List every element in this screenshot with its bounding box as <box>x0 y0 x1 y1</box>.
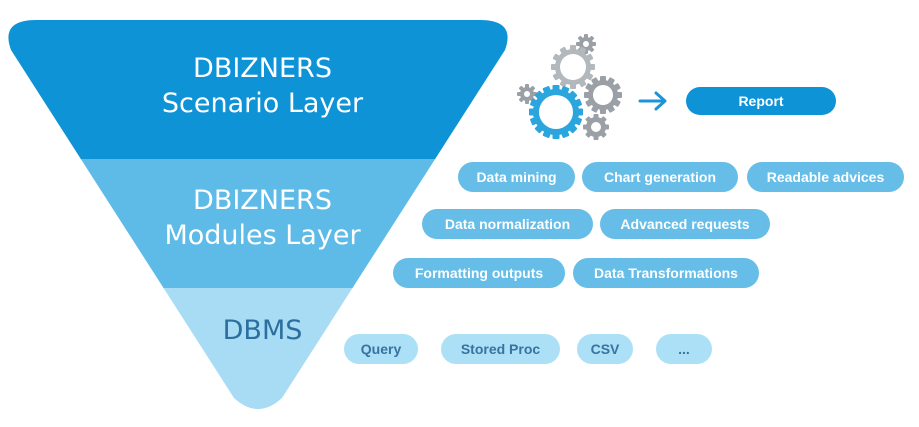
module-pill-data-normalization: Data normalization <box>422 209 593 239</box>
module-pill-data-mining: Data mining <box>458 162 575 192</box>
blue-gear <box>529 85 583 139</box>
gears-icon <box>517 34 622 140</box>
module-pill-chart-generation: Chart generation <box>582 162 738 192</box>
module-pill-formatting-outputs: Formatting outputs <box>393 258 565 288</box>
arrow-right-icon <box>638 91 667 111</box>
report-pill: Report <box>686 87 836 115</box>
small-gray-gear-left <box>517 84 537 104</box>
module-pill-data-transformations: Data Transformations <box>573 258 759 288</box>
small-gray-gear-bottom <box>583 114 609 140</box>
medium-gray-gear <box>584 76 622 114</box>
scenario-layer-band <box>8 20 508 159</box>
modules-layer-label: DBIZNERS Modules Layer <box>110 183 415 253</box>
large-gray-gear <box>551 45 595 89</box>
dbms-layer-label: DBMS <box>190 313 335 348</box>
dbms-pill-stored-proc: Stored Proc <box>441 334 560 364</box>
dbms-pill-query: Query <box>344 334 418 364</box>
dbms-pill-csv: CSV <box>577 334 633 364</box>
scenario-layer-title: DBIZNERS <box>193 53 332 84</box>
module-pill-advanced-requests: Advanced requests <box>600 209 770 239</box>
modules-layer-subtitle: Modules Layer <box>164 220 361 251</box>
modules-layer-title: DBIZNERS <box>193 185 332 216</box>
dbms-layer-band <box>8 288 508 409</box>
scenario-layer-label: DBIZNERS Scenario Layer <box>110 51 415 121</box>
module-pill-readable-advices: Readable advices <box>747 162 904 192</box>
dbms-pill-more: ... <box>656 334 712 364</box>
scenario-layer-subtitle: Scenario Layer <box>161 88 364 119</box>
dbms-layer-title: DBMS <box>222 315 303 346</box>
